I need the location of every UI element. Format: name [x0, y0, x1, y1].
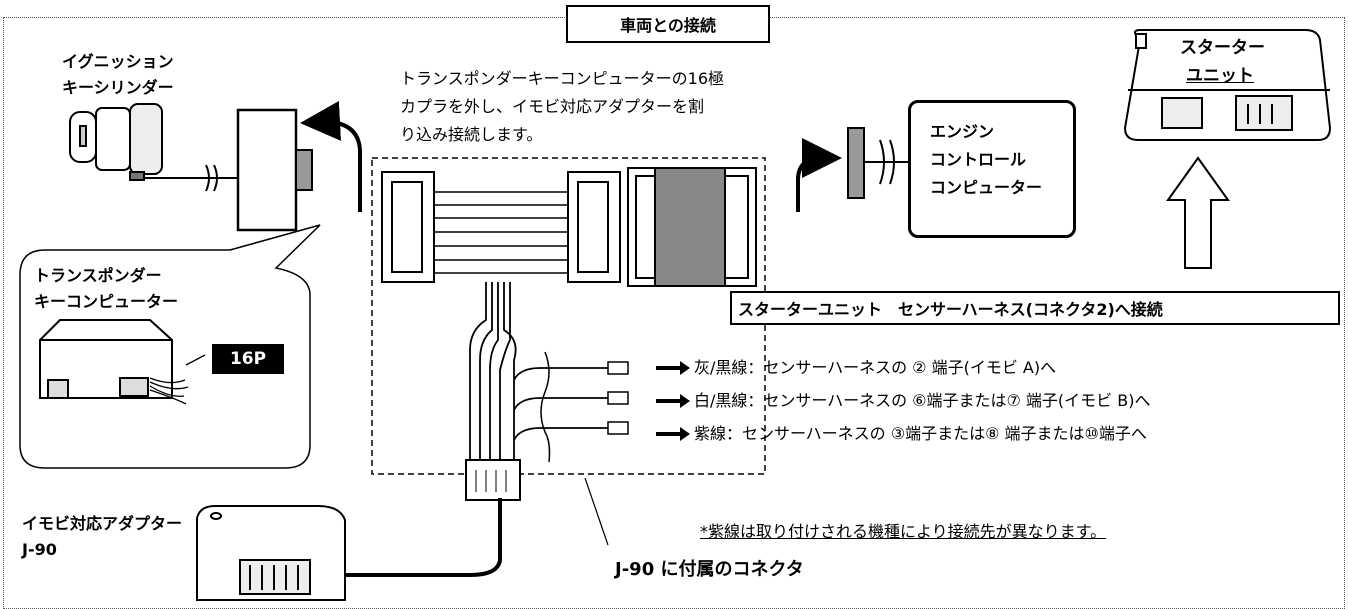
ignition-label-line1: イグニッション	[62, 52, 174, 71]
instruction-line3: り込み接続します。	[400, 125, 543, 144]
connector-caption: J-90 に付属のコネクタ	[615, 559, 804, 580]
ignition-key-cylinder	[69, 103, 163, 181]
adapter-label-line2: J-90	[22, 540, 57, 559]
ecu-label-line1: エンジン	[930, 122, 995, 141]
ecu-label-line3: コンピューター	[930, 178, 1043, 197]
ecu-label: エンジン コントロール コンピューター	[930, 118, 1042, 202]
transponder-harness-block	[236, 108, 298, 232]
pin-count-badge: 16P	[212, 344, 284, 374]
transponder-label-line2: キーコンピューター	[34, 292, 179, 311]
starter-label-line1: スターター	[1180, 38, 1265, 58]
harness-plug	[295, 149, 313, 191]
page-title: 車両との接続	[566, 5, 770, 43]
starter-label-line2: ユニット	[1186, 66, 1254, 86]
transponder-computer-box	[39, 319, 173, 399]
ecu-label-line2: コントロール	[930, 150, 1027, 169]
instruction-line2: カプラを外し、イモビ対応アダプターを割	[400, 97, 705, 116]
adapter-label-line1: イモビ対応アダプター	[22, 514, 183, 533]
connection-purple: 紫線：センサーハーネスの ③端子または⑧ 端子または⑩端子へ	[694, 424, 1147, 443]
ecu-plug	[847, 127, 865, 199]
connection-gray-black: 灰/黒線：センサーハーネスの ② 端子(イモビ A)へ	[694, 358, 1057, 377]
note-text: 紫線は取り付けされる機種により接続先が異なります。	[708, 522, 1107, 541]
starter-unit-box	[1123, 29, 1332, 141]
up-outline-arrow	[1166, 156, 1230, 269]
adapter-connectors	[381, 167, 757, 287]
note-asterisk: *	[700, 522, 708, 541]
ecu-box	[908, 100, 1076, 238]
instruction-line1: トランスポンダーキーコンピューターの16極	[400, 69, 725, 88]
connection-white-black: 白/黒線：センサーハーネスの ⑥端子または⑦ 端子(イモビ B)へ	[694, 391, 1151, 410]
sensor-harness-header: スターターユニット センサーハーネス(コネクタ2)へ接続	[730, 291, 1340, 325]
ignition-label-line2: キーシリンダー	[62, 78, 174, 97]
transponder-label-line1: トランスポンダー	[34, 266, 162, 285]
adapter-j90-box	[196, 505, 346, 601]
connection-arrows	[656, 361, 690, 441]
purple-wire-note: *紫線は取り付けされる機種により接続先が異なります。	[700, 518, 1106, 542]
